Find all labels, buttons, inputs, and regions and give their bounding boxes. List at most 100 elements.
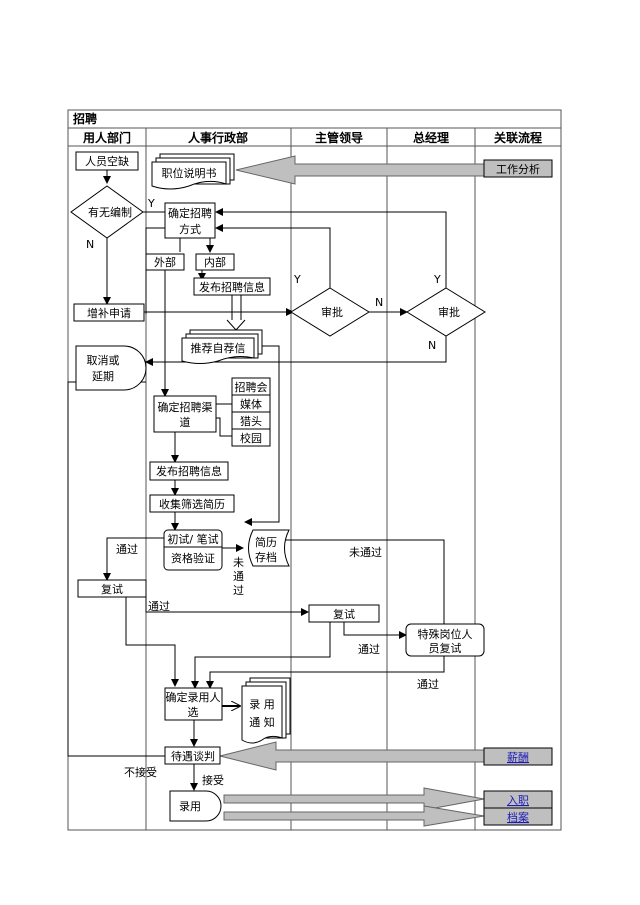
confirm-hire-box[interactable] xyxy=(164,687,223,721)
related-process-boxes[interactable]: 工作分析 薪酬 入职 档案 xyxy=(483,159,553,826)
job-analysis-label: 工作分析 xyxy=(496,162,540,176)
gm-approval-decision[interactable] xyxy=(406,287,486,337)
vacancy-box[interactable] xyxy=(75,151,139,171)
gray-arrows xyxy=(219,155,485,827)
pass-label-1: 通过 xyxy=(116,543,138,556)
vacancy-label: 人员空缺 xyxy=(85,154,129,168)
accept-label: 接受 xyxy=(202,774,224,787)
cancel-or-delay-terminator[interactable] xyxy=(75,345,147,391)
confirm-hire-label-1: 确定录用人 xyxy=(166,690,221,704)
channel-headhunter-label: 猎头 xyxy=(240,414,262,428)
retest-manager-label: 复试 xyxy=(333,607,355,621)
retest-manager-box[interactable] xyxy=(308,604,380,623)
gm-approval-label: 审批 xyxy=(438,305,460,319)
external-box[interactable] xyxy=(145,253,185,271)
retest-dept-label: 复试 xyxy=(101,582,123,596)
collect-resume-box[interactable] xyxy=(149,494,235,513)
post-info-internal-box[interactable] xyxy=(193,277,271,296)
no-label-gm: N xyxy=(428,339,436,352)
pass-label-4: 通过 xyxy=(417,678,439,691)
internal-label: 内部 xyxy=(204,255,226,269)
special-retest-box[interactable] xyxy=(405,623,485,657)
swimlane-table xyxy=(67,109,562,831)
yes-label-gm: Y xyxy=(433,273,441,286)
hire-label: 录用 xyxy=(179,800,201,813)
negotiate-box[interactable] xyxy=(164,746,221,765)
post-info-external-box[interactable] xyxy=(149,461,229,481)
archive-arrow xyxy=(223,805,485,827)
yes-label-quota: Y xyxy=(147,197,155,210)
first-test-box[interactable] xyxy=(163,529,223,571)
yes-label-manager: Y xyxy=(293,273,301,286)
manager-approval-label: 审批 xyxy=(321,305,343,319)
resume-archive-storage[interactable] xyxy=(248,529,290,567)
has-quota-label: 有无编制 xyxy=(88,205,132,219)
column-header-general-manager: 总经理 xyxy=(413,130,449,145)
channel-options xyxy=(231,377,271,447)
job-analysis-box[interactable] xyxy=(483,159,553,178)
offer-label-1: 录 用 xyxy=(249,698,275,711)
table-title: 招聘 xyxy=(73,111,97,126)
no-label-quota: N xyxy=(86,238,94,251)
onboarding-arrow xyxy=(223,787,485,811)
salary-link[interactable]: 薪酬 xyxy=(507,751,529,764)
post-info-external-label: 发布招聘信息 xyxy=(156,464,222,478)
offer-label-2: 通 知 xyxy=(249,715,275,729)
job-analysis-arrow xyxy=(235,155,485,185)
self-recommend-label: 推荐自荐信 xyxy=(191,341,246,355)
first-test-label-2: 资格验证 xyxy=(171,551,215,565)
external-label: 外部 xyxy=(154,255,176,269)
internal-box[interactable] xyxy=(195,253,235,271)
salary-arrow xyxy=(219,741,485,771)
archive-label-2: 存档 xyxy=(255,550,277,564)
recruit-method-label-1: 确定招聘 xyxy=(168,206,212,220)
column-header-supervisor: 主管领导 xyxy=(315,130,363,145)
archive-link[interactable]: 档案 xyxy=(507,810,529,824)
fail-label-2: 通 xyxy=(233,570,244,583)
column-header-hiring-dept: 用人部门 xyxy=(82,130,131,145)
job-description-label: 职位说明书 xyxy=(162,166,217,180)
archive-label-1: 简历 xyxy=(255,535,277,549)
negotiate-label: 待遇谈判 xyxy=(171,749,215,763)
channel-media-label: 媒体 xyxy=(240,397,262,411)
hire-terminator[interactable] xyxy=(169,790,222,822)
add-request-label: 增补申请 xyxy=(87,306,131,320)
fail-label-3: 过 xyxy=(233,584,244,597)
connectors xyxy=(67,170,447,791)
fail-label-1: 未 xyxy=(233,556,244,569)
recruit-method-box[interactable] xyxy=(164,202,216,239)
pass-label-3: 通过 xyxy=(358,643,380,656)
confirm-hire-label-2: 选 xyxy=(188,706,199,719)
has-quota-decision[interactable] xyxy=(70,185,144,239)
channel-campus-box[interactable] xyxy=(231,428,271,447)
job-description-doc[interactable] xyxy=(151,153,235,190)
cancel-label-1: 取消或 xyxy=(87,353,120,367)
retest-dept-box[interactable] xyxy=(77,579,147,598)
channel-label-1: 确定招聘渠 xyxy=(158,400,213,414)
offer-notice-doc[interactable] xyxy=(241,677,291,744)
special-retest-label-2: 员复试 xyxy=(429,641,462,655)
salary-box[interactable] xyxy=(483,747,553,766)
channel-campus-label: 校园 xyxy=(240,431,262,445)
special-retest-label-1: 特殊岗位人 xyxy=(418,627,473,641)
pass-label-2: 通过 xyxy=(148,600,170,613)
collect-resume-label: 收集筛选简历 xyxy=(159,497,225,511)
column-header-hr-admin: 人事行政部 xyxy=(188,130,248,145)
post-info-internal-label: 发布招聘信息 xyxy=(199,280,265,294)
reject-label: 不接受 xyxy=(124,766,157,779)
self-recommend-doc[interactable] xyxy=(181,329,263,364)
channel-job-fair-label: 招聘会 xyxy=(235,380,268,394)
channel-label-2: 道 xyxy=(180,415,191,429)
manager-approval-decision[interactable] xyxy=(290,287,370,337)
fail-label-right: 未通过 xyxy=(349,546,382,559)
cancel-label-2: 延期 xyxy=(92,370,114,383)
first-test-label-1: 初试/ 笔试 xyxy=(167,532,218,546)
no-label-manager: N xyxy=(375,296,383,309)
channel-box[interactable] xyxy=(153,395,217,433)
archive-box[interactable] xyxy=(483,807,553,826)
onboarding-link[interactable]: 入职 xyxy=(507,794,529,807)
column-header-related-process: 关联流程 xyxy=(494,130,542,145)
add-request-box[interactable] xyxy=(73,303,145,322)
recruit-method-label-2: 方式 xyxy=(179,222,201,236)
